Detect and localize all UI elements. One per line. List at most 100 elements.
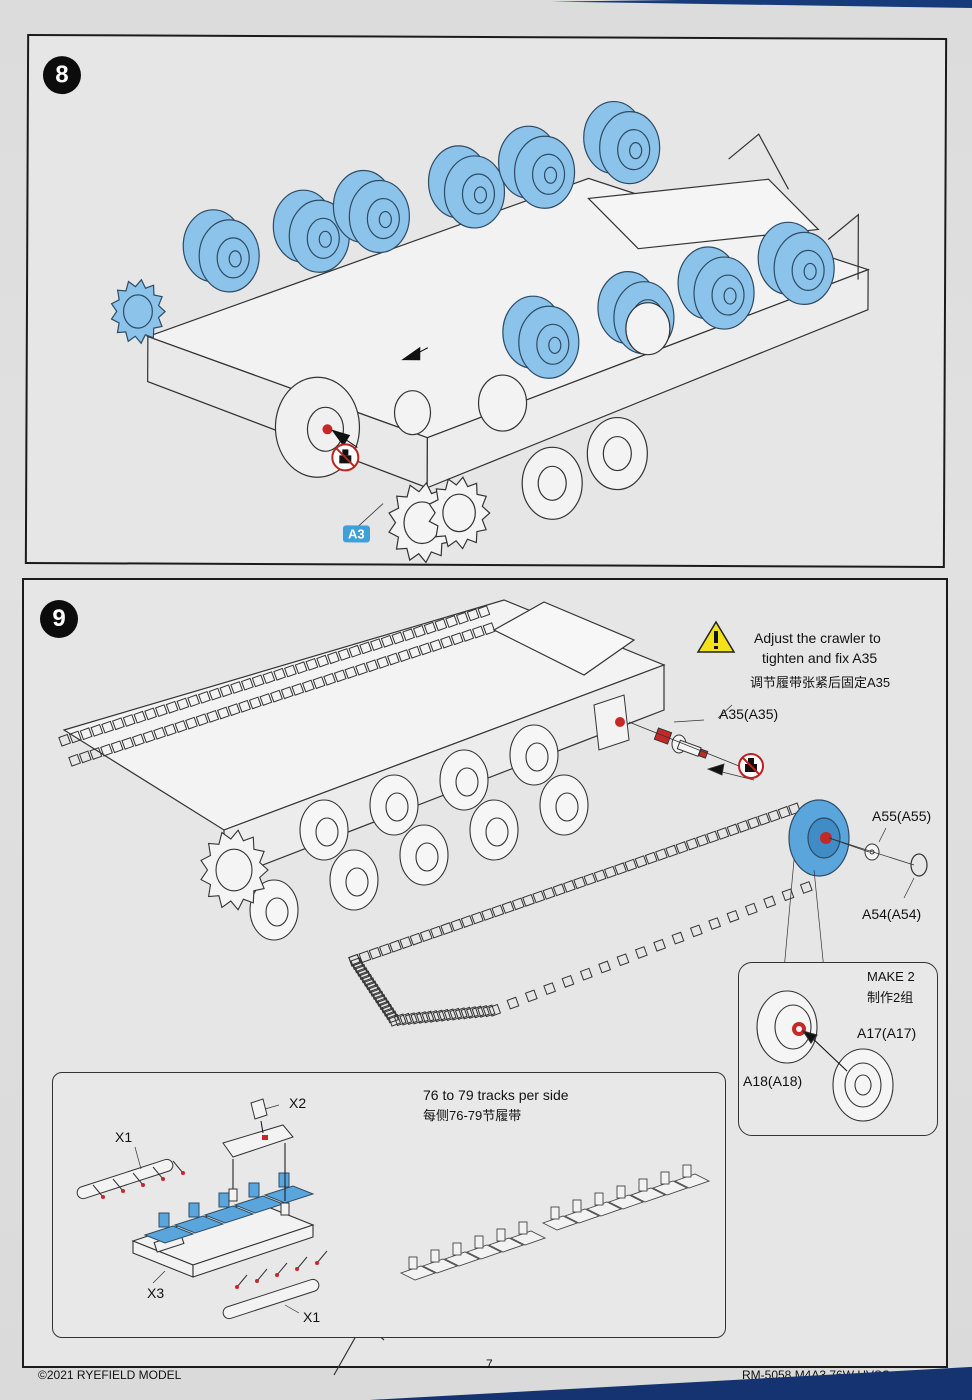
track-link (143, 1225, 195, 1244)
track-link (176, 697, 190, 711)
step-number-badge: 9 (40, 600, 78, 638)
track-guide (188, 1202, 200, 1218)
label-x3: X3 (147, 1285, 165, 1301)
track-link (432, 1009, 446, 1023)
track-link (404, 1012, 418, 1026)
track-link (440, 922, 454, 936)
track-link (427, 1010, 440, 1023)
track-link (133, 710, 147, 724)
track-link (438, 1008, 452, 1022)
track-link (543, 982, 557, 996)
track-link (511, 897, 525, 911)
step-8-illustration (110, 100, 870, 564)
track-link (227, 703, 241, 717)
track-link (542, 886, 556, 900)
track-guide (408, 1256, 418, 1270)
track-link (381, 1003, 395, 1017)
label-a55: A55(A55) (872, 808, 932, 824)
track-link (187, 694, 201, 708)
track-link (726, 910, 740, 923)
track-link (430, 925, 443, 939)
track-link (466, 608, 480, 622)
track-link (316, 654, 330, 668)
track-assembly-subpanel: 76 to 79 tracks per side 每侧76-79节履带 (52, 1072, 726, 1338)
track-guide (594, 1192, 604, 1206)
track-link (685, 837, 699, 851)
track-link (399, 1012, 413, 1026)
track-link (301, 679, 315, 693)
track-link (665, 844, 679, 858)
track-link (79, 727, 93, 741)
track-link (238, 699, 252, 713)
track-link (370, 987, 384, 1001)
idler-assembly-illustration (756, 990, 894, 1122)
track-link (410, 1011, 424, 1025)
track-link (506, 996, 520, 1010)
track-link (379, 1000, 393, 1014)
track-link (471, 625, 485, 639)
track-link (482, 1004, 496, 1018)
track-link (708, 917, 722, 931)
part-badge-a3: A3 (342, 525, 370, 543)
make-note-en: MAKE 2 (867, 969, 915, 984)
assembly-arrows (331, 346, 429, 448)
track-link (397, 649, 411, 663)
track-link (122, 714, 136, 727)
track-link (777, 805, 791, 819)
tracks-note-cn: 每侧76-79节履带 (423, 1108, 522, 1123)
track-link (644, 851, 658, 865)
track-link (259, 693, 273, 706)
track-link (561, 975, 575, 988)
track-run-assembled (399, 1164, 711, 1281)
road-wheel (249, 879, 299, 941)
track-link (294, 661, 308, 675)
track-link (445, 615, 459, 628)
track-link (634, 855, 648, 869)
label-leaders (783, 827, 915, 971)
road-wheels (200, 724, 589, 941)
track-link (470, 911, 484, 925)
track-guide (638, 1178, 648, 1192)
track-link (455, 611, 469, 625)
warning-line-cn: 调节履带张紧后固定A35 (750, 675, 891, 690)
track-link (726, 823, 740, 837)
track-guide (496, 1228, 506, 1242)
track-link (291, 683, 305, 696)
road-wheel (332, 169, 410, 254)
step-9-panel: 9 (22, 578, 948, 1376)
track-link (383, 1007, 397, 1021)
track-link (195, 713, 209, 727)
track-link (312, 676, 326, 690)
track-guide (572, 1199, 582, 1213)
sprocket-a3 (388, 476, 491, 564)
step-9-illustration (58, 599, 928, 1376)
track-guide (682, 1164, 692, 1178)
track-link (376, 656, 390, 669)
track-link (142, 730, 156, 744)
road-wheel (583, 100, 661, 185)
unassigned-wheels (393, 302, 671, 520)
track-link (653, 938, 667, 952)
road-wheel (399, 824, 449, 886)
jig-x3 (131, 1200, 315, 1278)
track-link (68, 730, 82, 744)
track-link (695, 834, 709, 847)
track-link (429, 639, 443, 652)
road-wheel (469, 799, 519, 861)
road-wheel (498, 125, 576, 209)
track-link (532, 890, 546, 904)
road-wheel (299, 799, 349, 861)
track-link (273, 667, 287, 681)
track-link (616, 953, 630, 967)
track-link (78, 750, 92, 764)
road-wheel (757, 221, 835, 305)
track-link (671, 931, 685, 945)
track-link (68, 753, 82, 767)
track-link (368, 983, 382, 997)
track-link (366, 980, 379, 994)
track-link (90, 723, 104, 737)
track-link (359, 970, 373, 984)
warning-line1: Adjust the crawler to (754, 630, 881, 646)
track-link (434, 618, 448, 632)
